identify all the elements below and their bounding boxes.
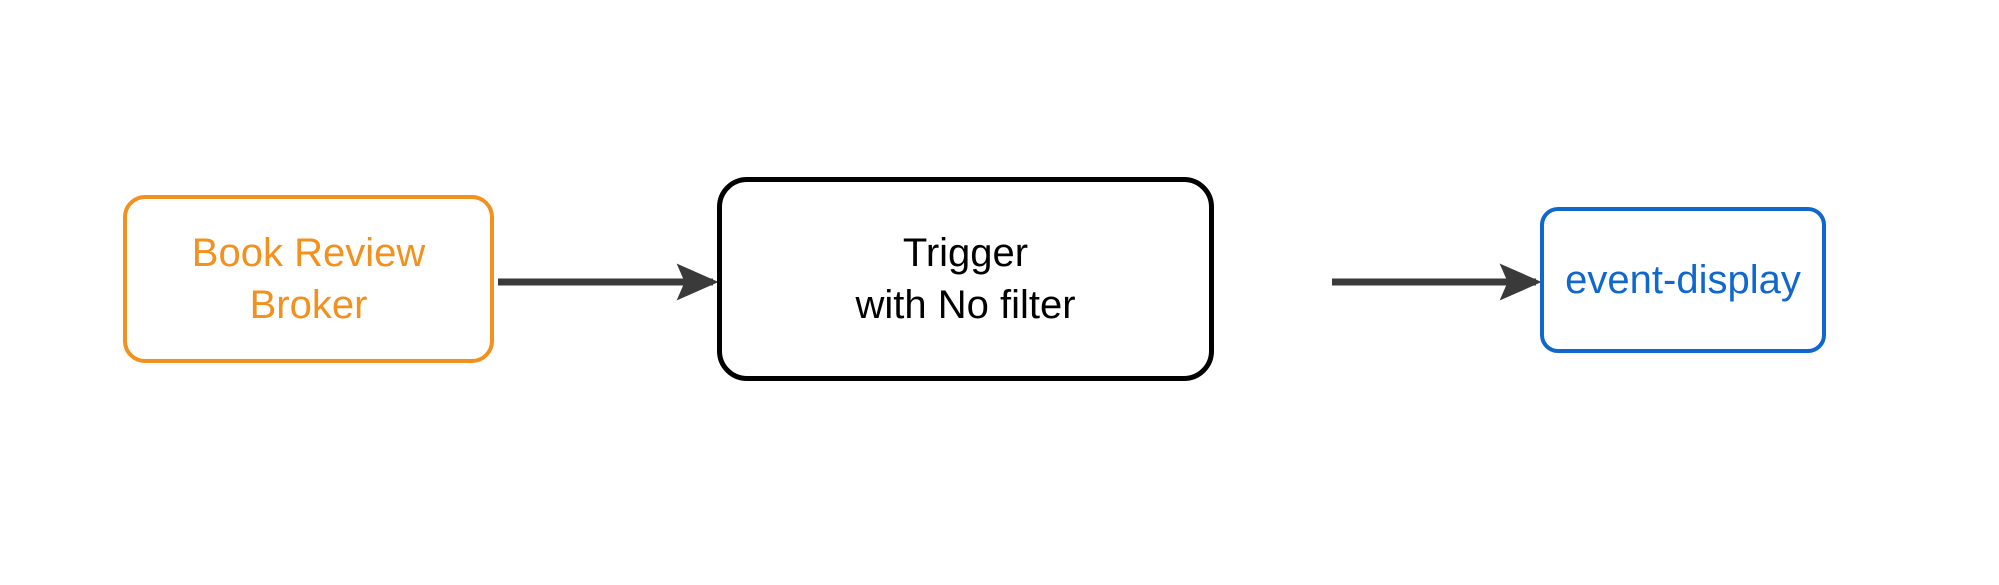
node-book-review-broker[interactable]: Book Review Broker [123, 195, 494, 363]
node-event-display-label: event-display [1565, 258, 1801, 302]
node-trigger-with-no-filter[interactable]: Trigger with No filter [717, 177, 1214, 381]
node-book-review-broker-label: Book Review Broker [191, 231, 426, 327]
node-trigger-with-no-filter-label: Trigger with No filter [855, 231, 1076, 327]
node-event-display[interactable]: event-display [1540, 207, 1826, 353]
